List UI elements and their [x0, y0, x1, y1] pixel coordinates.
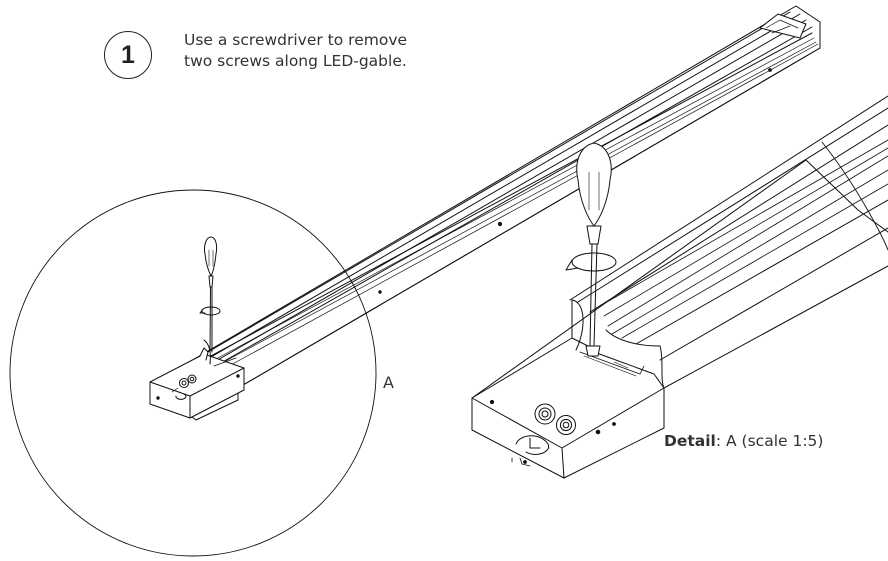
- instruction-line: Use a screwdriver to remove: [184, 31, 408, 49]
- detail-view-rail: [471, 95, 888, 405]
- step-instruction: Use a screwdriver to remove two screws a…: [184, 30, 484, 72]
- screwdriver-large-icon: [565, 142, 617, 357]
- detail-end-box: [471, 299, 665, 479]
- detail-caption: Detail: A (scale 1:5): [664, 432, 823, 450]
- step-number-badge: 1: [104, 31, 152, 79]
- detail-marker-label: A: [383, 373, 394, 392]
- gable-end-box-overview: [149, 339, 245, 419]
- detail-magnifier-circle: [9, 189, 377, 557]
- detail-caption-text: : A (scale 1:5): [715, 432, 824, 450]
- luminaire-profile: [149, 5, 821, 421]
- screwdriver-small-icon: [199, 236, 221, 353]
- instruction-line: two screws along LED-gable.: [184, 52, 407, 70]
- detail-caption-title: Detail: [664, 432, 716, 450]
- step-number: 1: [121, 40, 135, 69]
